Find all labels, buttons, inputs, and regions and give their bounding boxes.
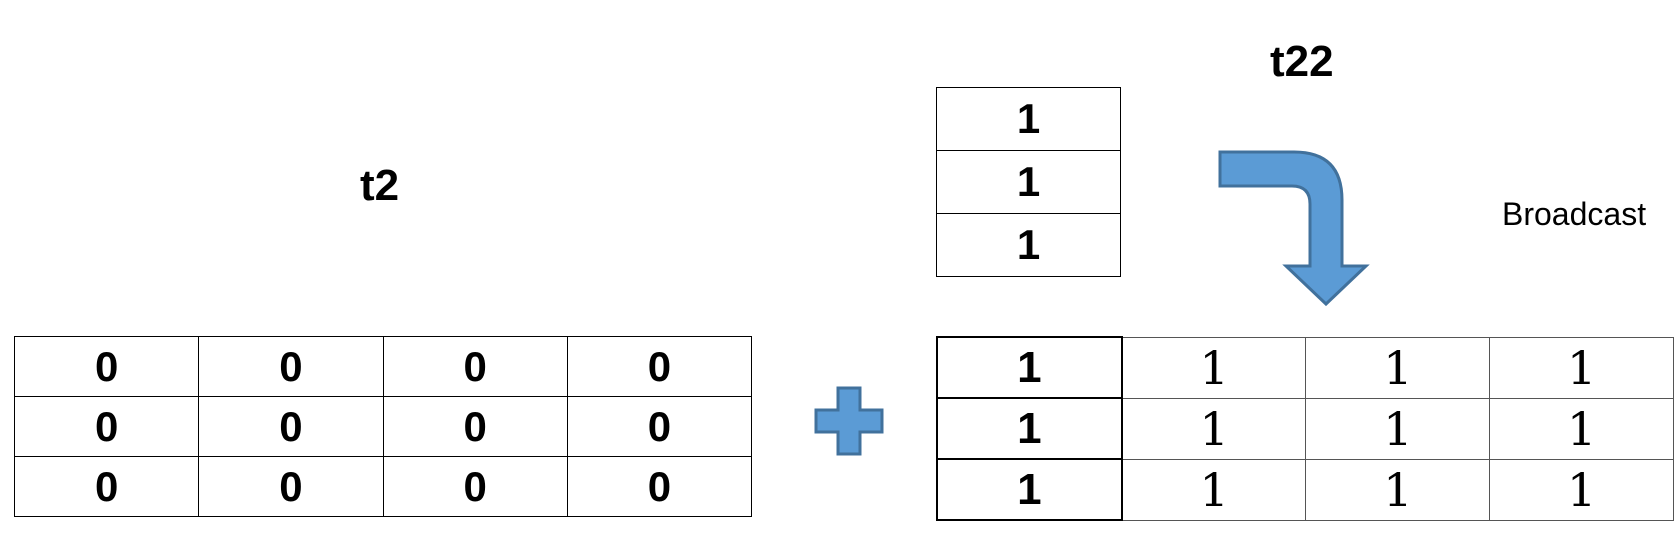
t2-cell: 0 xyxy=(382,336,568,397)
t22-row: 1 xyxy=(936,150,1121,214)
t2-cell: 0 xyxy=(198,456,384,517)
curved-down-arrow-icon xyxy=(1218,150,1370,307)
result-cell-broadcast: 1 xyxy=(1305,397,1491,460)
t22-row: 1 xyxy=(936,87,1121,151)
t22-cell: 1 xyxy=(936,213,1121,277)
t2-row: 0 0 0 0 xyxy=(13,456,753,517)
broadcast-result-matrix: 1 1 1 1 1 1 1 1 1 1 1 1 xyxy=(936,336,1674,521)
broadcast-label: Broadcast xyxy=(1502,196,1647,232)
t2-cell: 0 xyxy=(13,456,200,517)
t22-row: 1 xyxy=(936,213,1121,277)
t2-cell: 0 xyxy=(13,336,200,397)
result-row: 1 1 1 1 xyxy=(936,397,1674,460)
result-cell-original: 1 xyxy=(936,397,1123,460)
t22-vector: 1 1 1 xyxy=(936,87,1121,277)
t2-cell: 0 xyxy=(382,456,568,517)
result-cell-broadcast: 1 xyxy=(1489,397,1674,460)
t22-cell: 1 xyxy=(936,87,1121,151)
result-cell-broadcast: 1 xyxy=(1121,336,1307,399)
result-cell-original: 1 xyxy=(936,458,1123,521)
result-cell-broadcast: 1 xyxy=(1489,458,1674,521)
t22-cell: 1 xyxy=(936,150,1121,214)
t2-cell: 0 xyxy=(13,396,200,457)
result-row: 1 1 1 1 xyxy=(936,336,1674,399)
t2-label: t2 xyxy=(360,161,400,210)
t2-cell: 0 xyxy=(566,456,753,517)
result-cell-broadcast: 1 xyxy=(1305,336,1491,399)
t2-cell: 0 xyxy=(566,336,753,397)
result-cell-original: 1 xyxy=(936,336,1123,399)
t2-row: 0 0 0 0 xyxy=(13,396,753,457)
t2-cell: 0 xyxy=(382,396,568,457)
t2-row: 0 0 0 0 xyxy=(13,336,753,397)
result-row: 1 1 1 1 xyxy=(936,458,1674,521)
t2-cell: 0 xyxy=(198,336,384,397)
t2-cell: 0 xyxy=(198,396,384,457)
result-cell-broadcast: 1 xyxy=(1121,397,1307,460)
t2-matrix: 0 0 0 0 0 0 0 0 0 0 0 0 xyxy=(13,336,753,517)
t2-cell: 0 xyxy=(566,396,753,457)
result-cell-broadcast: 1 xyxy=(1489,336,1674,399)
t22-label: t22 xyxy=(1270,37,1334,86)
plus-icon xyxy=(814,386,884,456)
result-cell-broadcast: 1 xyxy=(1305,458,1491,521)
result-cell-broadcast: 1 xyxy=(1121,458,1307,521)
